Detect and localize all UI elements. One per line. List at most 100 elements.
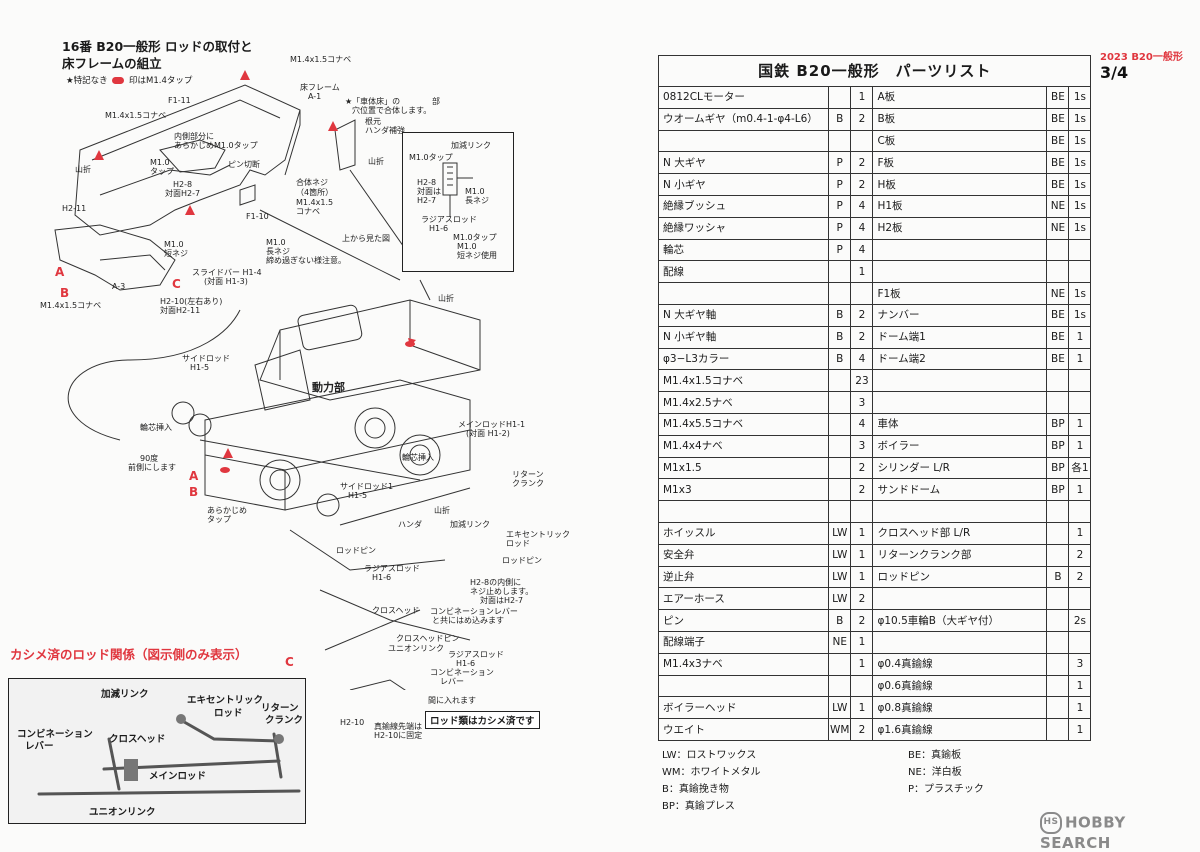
part-material: P	[829, 174, 851, 196]
part-material	[829, 653, 851, 675]
part-name	[873, 501, 1047, 523]
rod-label: 加減リンク	[101, 689, 149, 700]
part-name: φ1.6真鍮線	[873, 719, 1047, 741]
part-qty: 1	[1069, 719, 1091, 741]
part-name: M1.4x1.5コナベ	[659, 370, 829, 392]
part-name	[873, 588, 1047, 610]
part-qty: 1s	[1069, 217, 1091, 239]
parts-list-title: 国鉄 B20一般形 パーツリスト	[659, 56, 1091, 87]
diagram-label: ★「車体床」の	[345, 97, 400, 106]
diagram-label: 内側部分に	[174, 132, 214, 141]
hobby-search-logo-icon: HS	[1040, 812, 1062, 834]
diagram-label: メインロッドH1-1	[458, 420, 525, 429]
part-qty	[1069, 392, 1091, 414]
diagram-label: ハンダ	[398, 520, 422, 529]
part-qty	[851, 283, 873, 305]
part-qty: 2s	[1069, 610, 1091, 632]
inset-label: 短ネジ使用	[457, 251, 497, 260]
part-name: 絶縁ワッシャ	[659, 217, 829, 239]
part-name: ドーム端2	[873, 348, 1047, 370]
part-material: B	[829, 610, 851, 632]
part-material	[1047, 522, 1069, 544]
diagram-label: コンビネーション	[430, 668, 494, 677]
part-material	[829, 413, 851, 435]
part-qty: 1	[851, 544, 873, 566]
part-name: N 大ギヤ軸	[659, 304, 829, 326]
part-material: LW	[829, 566, 851, 588]
mark-a: A	[189, 470, 198, 483]
diagram-label: 山折	[368, 157, 384, 166]
part-qty: 23	[851, 370, 873, 392]
part-material	[829, 675, 851, 697]
part-qty: 2	[851, 457, 873, 479]
part-material: BP	[1047, 457, 1069, 479]
diagram-label: 締め過ぎない様注意。	[266, 256, 346, 265]
diagram-label: (対面 H1-3)	[204, 277, 248, 286]
mark-c: C	[285, 656, 294, 669]
part-qty: 1	[851, 697, 873, 719]
inset-label: 長ネジ	[465, 196, 489, 205]
part-material	[829, 392, 851, 414]
part-name	[873, 631, 1047, 653]
part-material	[829, 501, 851, 523]
diagram-label: M1.0	[266, 238, 286, 247]
part-qty: 2	[1069, 566, 1091, 588]
part-name: 安全弁	[659, 544, 829, 566]
part-material: P	[829, 152, 851, 174]
part-name: M1x3	[659, 479, 829, 501]
part-qty: 1	[851, 631, 873, 653]
rod-label: レバー	[25, 741, 54, 752]
diagram-label: レバー	[440, 677, 464, 686]
part-name: F1板	[873, 283, 1047, 305]
legend-item: LW：ロストワックス	[662, 748, 756, 765]
power-unit-label: 動力部	[312, 382, 345, 394]
part-material	[829, 457, 851, 479]
part-material: P	[829, 217, 851, 239]
part-material	[829, 261, 851, 283]
part-material: LW	[829, 697, 851, 719]
part-material: B	[829, 304, 851, 326]
part-material: LW	[829, 522, 851, 544]
diagram-label: H1-6	[372, 573, 391, 582]
part-qty: 4	[851, 217, 873, 239]
diagram-label: と共にはめ込みます	[432, 616, 504, 625]
part-name: ボイラー	[873, 435, 1047, 457]
rods-crimped-callout: ロッド類はカシメ済です	[425, 711, 540, 729]
part-name: φ10.5車輪B（大ギヤ付）	[873, 610, 1047, 632]
part-material: BE	[1047, 152, 1069, 174]
part-qty: 1	[851, 87, 873, 109]
part-qty: 1	[1069, 522, 1091, 544]
diagram-label: M1.0	[150, 158, 170, 167]
part-material: NE	[1047, 283, 1069, 305]
diagram-label: ラジアスロッド	[448, 650, 504, 659]
part-name: ウエイト	[659, 719, 829, 741]
part-material: BP	[1047, 479, 1069, 501]
part-name: φ0.4真鍮線	[873, 653, 1047, 675]
part-qty: 1	[851, 522, 873, 544]
part-name: M1.4x3ナベ	[659, 653, 829, 675]
part-material: P	[829, 195, 851, 217]
diagram-label: 対面H2-11	[160, 306, 200, 315]
part-name	[873, 370, 1047, 392]
diagram-label: ロッドピン	[336, 546, 376, 555]
diagram-label: ハンダ補強	[365, 126, 405, 135]
diagram-label: クランク	[512, 479, 544, 488]
part-name: H2板	[873, 217, 1047, 239]
part-name: ホイッスル	[659, 522, 829, 544]
part-name	[659, 501, 829, 523]
legend-item: B：真鍮挽き物	[662, 782, 729, 799]
part-qty	[851, 130, 873, 152]
rods-section-title: カシメ済のロッド関係（図示側のみ表示）	[10, 644, 248, 663]
part-name: B板	[873, 108, 1047, 130]
part-material	[1047, 697, 1069, 719]
parts-row	[659, 501, 1091, 523]
inset-label: M1.0タップ	[453, 233, 497, 242]
part-material: B	[1047, 566, 1069, 588]
